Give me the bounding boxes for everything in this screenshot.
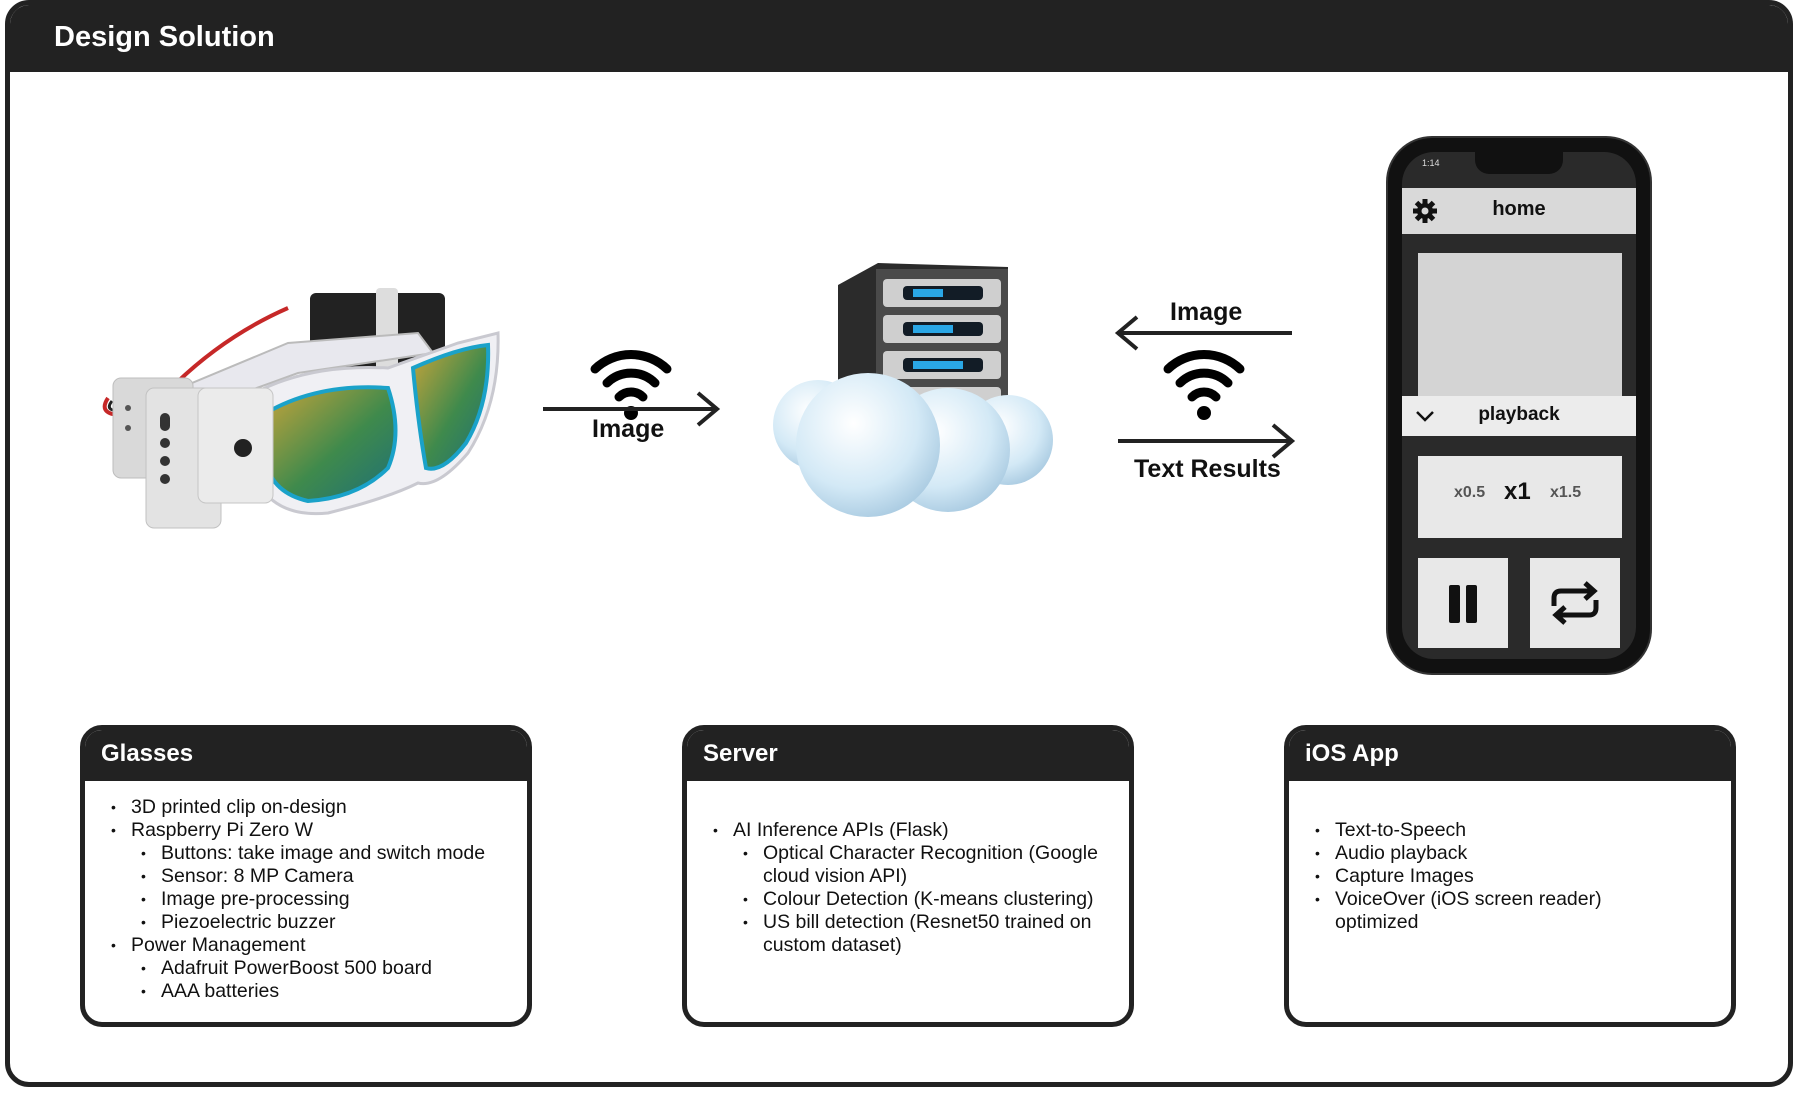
- camera-preview: [1418, 253, 1622, 403]
- list-item: Buttons: take image and switch mode: [141, 842, 485, 865]
- list-item: Optical Character Recognition (Google cl…: [743, 842, 1129, 888]
- arrow-right-icon: [1118, 423, 1296, 459]
- glasses-feature-list: 3D printed clip on-design Raspberry Pi Z…: [109, 796, 485, 1003]
- server-card: Server AI Inference APIs (Flask) Optical…: [682, 725, 1134, 1027]
- card-header: Server: [687, 730, 1129, 781]
- list-item: Capture Images: [1315, 865, 1635, 888]
- list-item: Power Management Adafruit PowerBoost 500…: [111, 934, 485, 1003]
- server-feature-list: AI Inference APIs (Flask) Optical Charac…: [711, 819, 1129, 957]
- speed-selector: x0.5 x1 x1.5: [1418, 456, 1622, 538]
- card-title: Server: [703, 740, 778, 767]
- cloud-server-icon: [773, 263, 1053, 517]
- list-item: AAA batteries: [141, 980, 485, 1003]
- list-item: Image pre-processing: [141, 888, 485, 911]
- title-bar: Design Solution: [10, 5, 1788, 72]
- app-bar: home: [1402, 188, 1636, 234]
- gear-icon[interactable]: [1412, 198, 1438, 224]
- card-header: Glasses: [85, 730, 527, 781]
- list-item: Text-to-Speech: [1315, 819, 1635, 842]
- list-item: Colour Detection (K-means clustering): [743, 888, 1129, 911]
- speed-option-slow[interactable]: x0.5: [1454, 484, 1486, 501]
- phone-screen: 1:14 home: [1402, 152, 1636, 659]
- app-to-server-label: Image: [1170, 298, 1243, 326]
- list-item: VoiceOver (iOS screen reader) optimized: [1315, 888, 1635, 934]
- list-item: Adafruit PowerBoost 500 board: [141, 957, 485, 980]
- arrow-left-icon: [1114, 315, 1292, 351]
- page-title: Design Solution: [54, 21, 275, 53]
- diagram-frame: Design Solution: [5, 0, 1793, 1087]
- card-title: iOS App: [1305, 740, 1399, 767]
- list-item: US bill detection (Resnet50 trained on c…: [743, 911, 1129, 957]
- list-item: Audio playback: [1315, 842, 1635, 865]
- playback-bar[interactable]: playback: [1402, 396, 1636, 436]
- server-to-app-label: Text Results: [1134, 455, 1281, 483]
- ios-app-card: iOS App Text-to-Speech Audio playback Ca…: [1284, 725, 1736, 1027]
- ios-feature-list: Text-to-Speech Audio playback Capture Im…: [1313, 819, 1635, 934]
- wifi-icon: [1163, 350, 1245, 420]
- card-title: Glasses: [101, 740, 194, 767]
- pause-icon: [1449, 585, 1477, 623]
- smart-glasses-illustration: [102, 288, 500, 529]
- arrow-right-icon: [543, 391, 721, 427]
- chevron-down-icon[interactable]: [1414, 406, 1436, 426]
- glasses-to-server-label: Image: [592, 415, 665, 443]
- app-title: home: [1492, 198, 1546, 220]
- pause-button[interactable]: [1418, 558, 1508, 648]
- list-item: Sensor: 8 MP Camera: [141, 865, 485, 888]
- list-item: Piezoelectric buzzer: [141, 911, 485, 934]
- wifi-icon: [590, 350, 672, 420]
- speed-option-fast[interactable]: x1.5: [1550, 484, 1582, 501]
- status-time: 1:14: [1422, 158, 1440, 168]
- card-header: iOS App: [1289, 730, 1731, 781]
- playback-label: playback: [1478, 404, 1560, 425]
- list-item: 3D printed clip on-design: [111, 796, 485, 819]
- speed-option-normal[interactable]: x1: [1504, 478, 1531, 505]
- phone-mockup: 1:14 home: [1388, 138, 1650, 673]
- phone-notch: [1475, 152, 1563, 174]
- repeat-icon: [1551, 581, 1599, 625]
- list-item: Raspberry Pi Zero W Buttons: take image …: [111, 819, 485, 934]
- glasses-card: Glasses 3D printed clip on-design Raspbe…: [80, 725, 532, 1027]
- repeat-button[interactable]: [1530, 558, 1620, 648]
- list-item: AI Inference APIs (Flask) Optical Charac…: [713, 819, 1129, 957]
